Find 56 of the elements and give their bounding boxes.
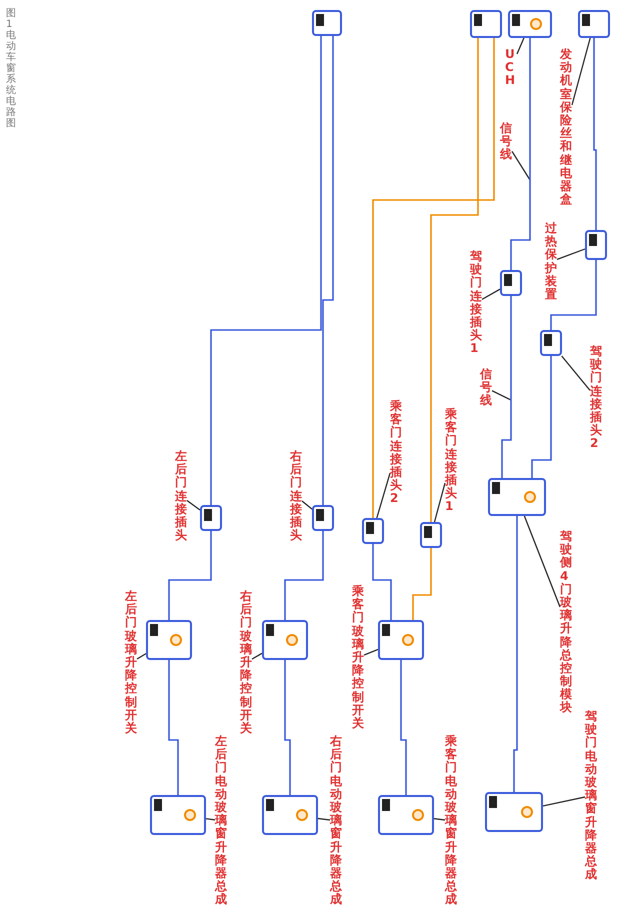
component-label: 左后门玻璃升降控制开关 <box>125 590 137 736</box>
component-label: 发动机室保险丝和继电器盒 <box>560 48 572 206</box>
component-label: 右后门连接插头 <box>290 450 302 542</box>
leader-line <box>136 653 146 660</box>
wire <box>501 296 512 478</box>
leader-line <box>206 818 216 820</box>
leader-line <box>512 150 530 180</box>
component-label: 乘客门电动玻璃窗升降器总成 <box>445 735 457 906</box>
component-label: 右后门电动玻璃窗升降器总成 <box>330 735 342 906</box>
wire <box>412 548 432 620</box>
leader-line <box>252 652 262 660</box>
component-label: 驾驶侧4门玻璃升降总控制模块 <box>560 530 572 715</box>
leader-line <box>186 500 200 510</box>
caption: 图1 电动车窗系统电路图 <box>6 8 16 129</box>
wire <box>510 38 531 270</box>
leader-line <box>434 482 446 522</box>
leader-line <box>482 288 500 300</box>
wire <box>513 516 518 792</box>
leader-line <box>571 38 591 106</box>
wire <box>531 356 552 478</box>
wire <box>430 38 479 522</box>
wire <box>168 531 212 620</box>
component-label: 右后门玻璃升降控制开关 <box>240 590 252 736</box>
leader-line <box>434 818 446 821</box>
component-label: 乘客门玻璃升降控制开关 <box>352 585 364 730</box>
wire <box>400 660 407 795</box>
wire <box>372 544 392 620</box>
component-label: 左后门电动玻璃窗升降器总成 <box>215 735 227 906</box>
component-label: 乘客门连接插头1 <box>445 408 457 514</box>
leader-line <box>561 356 590 391</box>
component-label: 过热保护装置 <box>545 222 557 302</box>
wire <box>593 38 597 230</box>
wire <box>210 36 322 505</box>
leader-line <box>556 248 586 260</box>
component-label: 信号线 <box>480 368 492 408</box>
leader-line <box>376 473 391 518</box>
leader-line <box>302 500 312 510</box>
component-label: 驾驶门连接插头1 <box>470 250 482 356</box>
wire <box>284 660 291 795</box>
component-label: 左后门连接插头 <box>175 450 187 542</box>
wire <box>168 660 179 795</box>
leader-line <box>364 648 378 656</box>
wire <box>372 38 495 518</box>
leader-line <box>516 38 524 54</box>
component-label: 驾驶门电动玻璃窗升降器总成 <box>585 710 597 882</box>
wire <box>322 36 334 505</box>
leader-line <box>524 516 561 608</box>
wire <box>284 531 324 620</box>
wire <box>550 260 597 330</box>
component-label: UCH <box>505 48 517 88</box>
leader-line <box>318 818 330 821</box>
component-label: 乘客门连接插头2 <box>390 400 402 506</box>
leader-line <box>542 796 586 806</box>
leader-line <box>492 390 512 401</box>
component-label: 驾驶门连接插头2 <box>590 345 602 450</box>
component-label: 信号线 <box>500 122 512 162</box>
